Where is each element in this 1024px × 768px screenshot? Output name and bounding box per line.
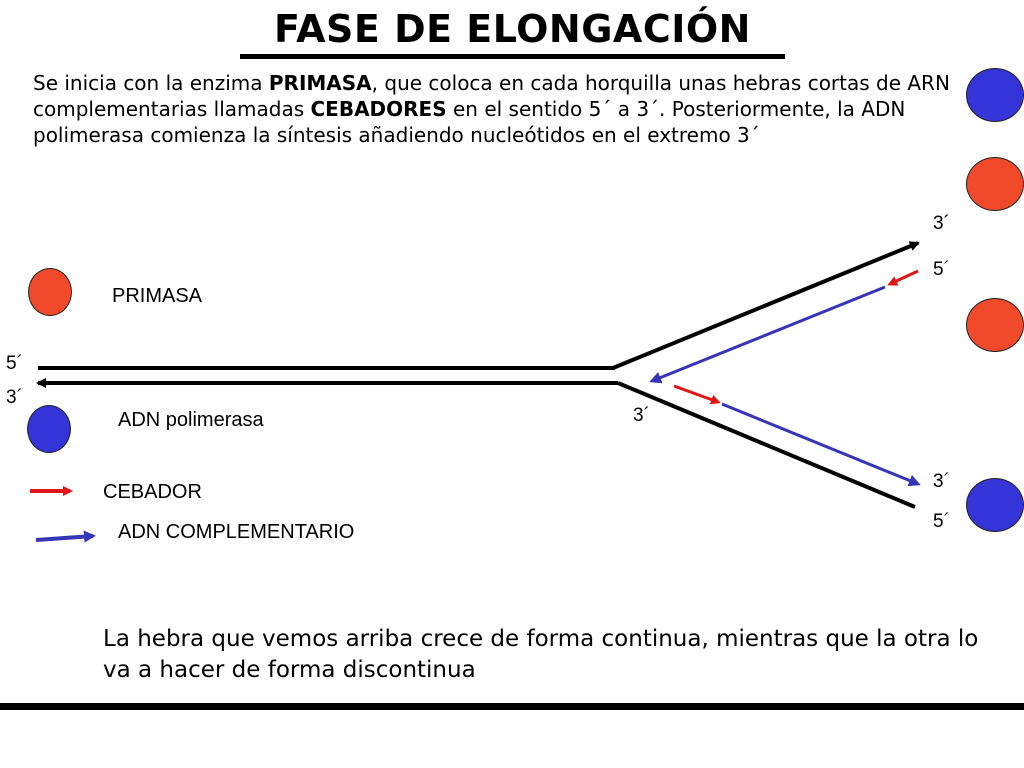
legend-complementario-arrow [35, 530, 96, 543]
legend-polimerasa-circle [27, 405, 71, 453]
end-label-upper-primer: 5´ [933, 259, 950, 280]
legend-complementario-label: ADN COMPLEMENTARIO [118, 521, 355, 543]
page-title: FASE DE ELONGACIÓN [240, 6, 785, 59]
upper-template-strand [612, 241, 920, 370]
lower-template-strand [617, 381, 916, 509]
conclusion-text: La hebra que vemos arriba crece de forma… [103, 626, 979, 683]
intro-paragraph: Se inicia con la enzima PRIMASA, que col… [33, 70, 963, 148]
end-label-left-top: 5´ [6, 353, 23, 374]
legend-primasa-circle [28, 268, 72, 316]
upper-complementary-strand [649, 285, 886, 384]
bottom-divider [0, 703, 1024, 710]
right-blue-circle-1 [966, 68, 1024, 122]
upper-primer [887, 269, 919, 286]
intro-cebadores: CEBADORES [310, 97, 447, 121]
legend-cebador-label: CEBADOR [103, 481, 202, 503]
intro-text-1: Se inicia con la enzima [33, 71, 269, 95]
end-label-upper-tip: 3´ [933, 213, 950, 234]
right-orange-circle-2 [966, 298, 1024, 352]
end-label-lower-end: 5´ [933, 511, 950, 532]
end-label-left-bottom: 3´ [6, 387, 23, 408]
end-label-lower-tip: 3´ [933, 471, 950, 492]
right-orange-circle-1 [966, 157, 1024, 211]
lower-primer [673, 384, 721, 405]
lower-complementary-strand [721, 402, 921, 487]
end-label-fork: 3´ [633, 405, 650, 426]
legend-polimerasa-label: ADN polimerasa [118, 409, 264, 431]
intro-primasa: PRIMASA [268, 71, 372, 95]
intro-text-2: , que coloca en cada horquilla unas hebr… [33, 71, 950, 121]
legend-primasa-label: PRIMASA [112, 285, 203, 307]
right-blue-circle-2 [966, 478, 1024, 532]
intro-text-3: en el sentido 5´ a 3´. Posteriormente, l… [33, 97, 906, 147]
